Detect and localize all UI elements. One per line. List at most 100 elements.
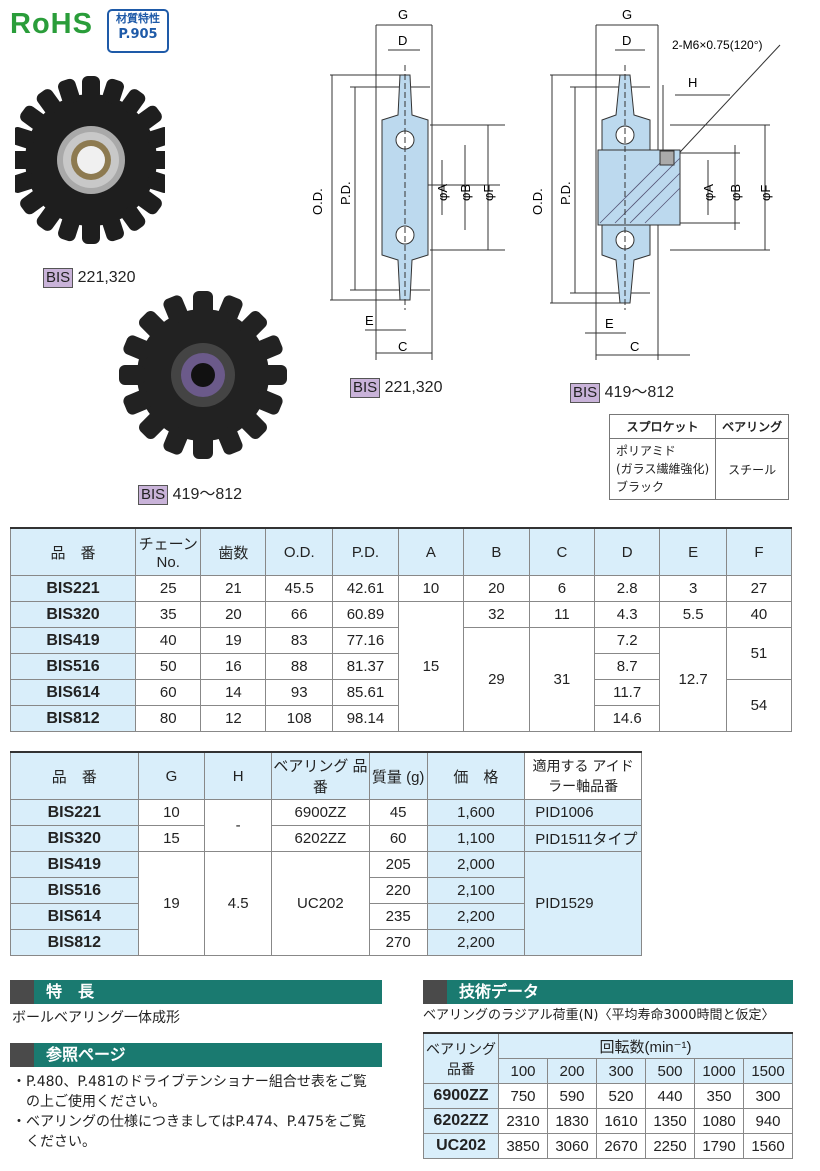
load-cell: 1080 — [694, 1108, 744, 1134]
bearing-part: 6202ZZ — [271, 825, 370, 852]
spec-head: D — [593, 527, 661, 576]
dim-label-g: G — [622, 7, 632, 22]
price-cell: 10 — [137, 799, 206, 826]
price-value: 1,600 — [426, 799, 526, 826]
dim-label-pd: P.D. — [338, 181, 353, 205]
spec-cell: 12 — [200, 705, 267, 732]
tech-head-speed: 回転数(min⁻¹) — [498, 1032, 793, 1059]
spec-cell: 40 — [725, 601, 793, 628]
series-tag: BIS — [138, 485, 169, 505]
series-tag: BIS — [43, 268, 74, 288]
spec-cell: 98.14 — [332, 705, 399, 732]
bearing-part: 6900ZZ — [423, 1083, 499, 1109]
section-marker — [423, 980, 447, 1004]
load-cell: 1350 — [645, 1108, 695, 1134]
part-number: BIS614 — [10, 903, 139, 930]
series-tag: BIS — [350, 378, 381, 398]
table-row: BIS320 35 20 66 60.89 15 32 11 4.3 5.5 4… — [9, 601, 793, 732]
load-cell: 1610 — [596, 1108, 646, 1134]
load-cell: 300 — [743, 1083, 793, 1109]
speed-head: 300 — [596, 1058, 646, 1084]
spec-cell: 25 — [135, 575, 202, 602]
series-tag: BIS — [570, 383, 601, 403]
load-cell: 940 — [743, 1108, 793, 1134]
mass-cell: 205 — [368, 851, 428, 878]
bearing-part: UC202 — [423, 1133, 499, 1159]
spec-cell: 14 — [200, 679, 267, 706]
spec-cell: 5.5 — [659, 601, 727, 628]
price-cell: 4.5 — [204, 851, 273, 956]
spec-head: E — [659, 527, 727, 576]
speed-head: 1500 — [743, 1058, 793, 1084]
spec-cell: 3 — [659, 575, 727, 602]
material-badge[interactable]: 材質特性 P.905 — [107, 9, 169, 53]
price-cell: - — [204, 799, 273, 852]
spec-head: チェーン No. — [135, 527, 202, 576]
bearing-part: 6202ZZ — [423, 1108, 499, 1134]
load-cell: 440 — [645, 1083, 695, 1109]
spec-cell: 50 — [135, 653, 202, 680]
dim-label-od: O.D. — [530, 188, 545, 215]
dim-label-b: φB — [458, 184, 473, 201]
features-title: 特 長 — [46, 982, 95, 1001]
load-cell: 520 — [596, 1083, 646, 1109]
material-table: スプロケット ベアリング ポリアミド (ガラス繊維強化) ブラック スチール — [608, 414, 790, 500]
price-table: 品 番 G H ベアリング 品番 質量 (g) 価 格 適用する アイドラー軸品… — [10, 751, 642, 956]
load-cell: 750 — [498, 1083, 548, 1109]
table-row: BIS516 220 2,100 — [10, 877, 642, 904]
spec-cell: 60.89 — [332, 601, 399, 628]
series-numbers: 221,320 — [77, 269, 136, 286]
spec-head: C — [528, 527, 595, 576]
price-head: 品 番 — [10, 751, 139, 800]
load-cell: 3060 — [547, 1133, 597, 1159]
dim-label-tap: 2-M6×0.75(120°) — [672, 38, 763, 52]
material-bearing: スチール — [715, 438, 790, 500]
price-head: 適用する アイドラー軸品番 — [524, 751, 642, 800]
dim-label-b: φB — [728, 184, 743, 201]
part-number: BIS614 — [9, 679, 137, 706]
price-cell: 15 — [137, 825, 206, 852]
table-row: BIS221 25 21 45.5 42.61 10 20 6 2.8 3 27 — [9, 575, 793, 602]
dim-label-c: C — [630, 339, 639, 354]
idler-shaft-link[interactable]: PID1511タイプ — [524, 825, 642, 852]
spec-cell: 27 — [725, 575, 793, 602]
material-sprocket: ポリアミド (ガラス繊維強化) ブラック — [608, 438, 717, 500]
spec-cell: 10 — [397, 575, 464, 602]
reference-item[interactable]: ・ベアリングの仕様につきましてはP.474、P.475をご覧 — [12, 1114, 367, 1130]
reference-item: の上ご使用ください。 — [12, 1094, 166, 1110]
spec-cell: 14.6 — [593, 705, 661, 732]
spec-cell: 21 — [200, 575, 267, 602]
table-row: BIS812 80 12 108 98.14 14.6 — [9, 705, 792, 732]
spec-cell: 29 — [462, 627, 530, 732]
material-head-bearing: ベアリング — [715, 414, 790, 439]
material-sprocket-line: (ガラス繊維強化) — [616, 462, 710, 476]
reference-item: ください。 — [12, 1134, 96, 1150]
reference-item[interactable]: ・P.480、P.481のドライブテンショナー組合せ表をご覧 — [12, 1074, 367, 1090]
spec-head: O.D. — [265, 527, 334, 576]
part-number: BIS516 — [9, 653, 137, 680]
drawing-label-right: BIS 419～812 — [570, 378, 674, 403]
spec-cell: 83 — [265, 627, 334, 654]
reference-title: 参照ページ — [46, 1045, 126, 1064]
series-numbers: 221,320 — [384, 379, 443, 396]
part-number: BIS320 — [10, 825, 139, 852]
mass-cell: 45 — [368, 799, 428, 826]
tech-head-part: ベアリング 品番 — [423, 1032, 499, 1084]
spec-cell: 19 — [200, 627, 267, 654]
spec-cell: 32 — [462, 601, 530, 628]
part-number: BIS516 — [10, 877, 139, 904]
drawing-bis419-812: G D 2-M6×0.75(120°) H O.D. P.D. φA φB φF… — [530, 7, 781, 360]
price-value: 2,200 — [426, 903, 526, 930]
table-row: BIS812 270 2,200 — [10, 929, 642, 956]
spec-cell: 80 — [135, 705, 202, 732]
load-cell: 350 — [694, 1083, 744, 1109]
spec-cell: 88 — [265, 653, 334, 680]
photo-label-bis221: BIS 221,320 — [43, 268, 135, 288]
idler-shaft-link[interactable]: PID1006 — [524, 799, 642, 826]
idler-shaft-link[interactable]: PID1529 — [524, 851, 642, 956]
material-badge-label: 材質特性 — [116, 12, 160, 25]
price-head: G — [137, 751, 206, 800]
table-row: BIS221 10 - 6900ZZ 45 1,600 PID1006 — [10, 799, 642, 852]
part-number: BIS320 — [9, 601, 137, 628]
spec-cell: 12.7 — [659, 627, 727, 732]
